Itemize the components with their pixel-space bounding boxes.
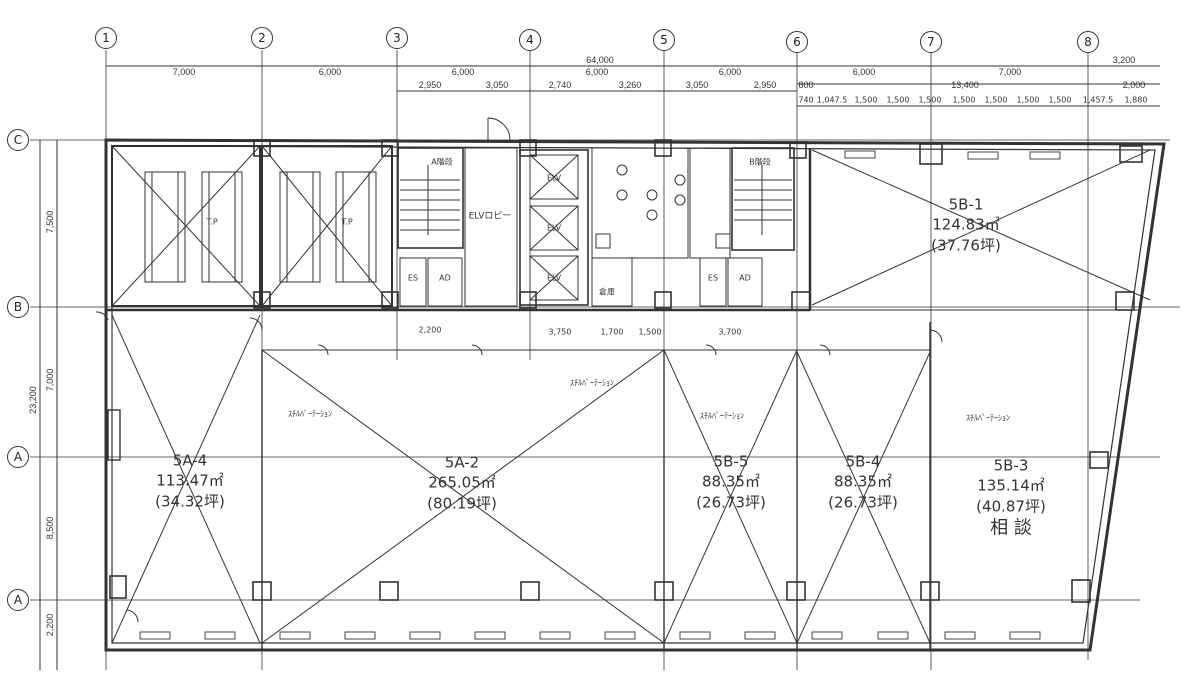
- dim-fine-11: 1,880: [1124, 95, 1148, 105]
- room-5b-1: 5B-1 124.83㎡ (37.76坪): [931, 195, 1001, 256]
- room-tsubo: (40.87坪): [976, 496, 1046, 515]
- axis-marker-col-3: 3: [386, 27, 408, 49]
- dim-bottom-2: 3,750: [548, 327, 572, 337]
- dim-right-span-2: 2,000: [1122, 80, 1146, 90]
- dim-span-4: 6,000: [585, 67, 609, 77]
- dim-right-span: 13,400: [951, 80, 979, 90]
- room-id: 5A-2: [444, 453, 480, 472]
- room-area: 88.35㎡: [702, 472, 760, 491]
- room-id: 5B-1: [948, 195, 984, 214]
- dim-small-bm: 800: [798, 80, 814, 90]
- partition-label-2: ｽﾁﾙﾊﾟｰﾃｰｼｮﾝ: [288, 409, 332, 419]
- axis-marker-row-c: C: [7, 129, 29, 151]
- label-es-2: ES: [707, 273, 719, 283]
- dim-fine-1: 740: [798, 95, 814, 105]
- dim-core-3: 2,740: [548, 80, 572, 90]
- partition-label-4: ｽﾁﾙﾊﾟｰﾃｰｼｮﾝ: [966, 413, 1010, 423]
- dim-vert-1: 7,500: [45, 210, 55, 234]
- axis-marker-col-4: 4: [519, 29, 541, 51]
- room-area: 135.14㎡: [977, 476, 1045, 495]
- dim-vert-3: 7,000: [45, 368, 55, 392]
- room-area: 88.35㎡: [834, 472, 892, 491]
- dim-core-6: 2,950: [753, 80, 777, 90]
- axis-marker-col-1: 1: [95, 27, 117, 49]
- dim-core-5: 3,050: [685, 80, 709, 90]
- partition-label-1: ｽﾁﾙﾊﾟｰﾃｰｼｮﾝ: [570, 378, 614, 388]
- room-5a-4: 5A-4 113.47㎡ (34.32坪): [155, 451, 225, 512]
- room-tsubo: (34.32坪): [155, 492, 225, 511]
- dim-fine-10: 1,457.5: [1082, 95, 1114, 105]
- room-id: 5B-5: [713, 452, 749, 471]
- dim-span-1: 7,000: [172, 67, 196, 77]
- dim-span-5: 6,000: [718, 67, 742, 77]
- axis-marker-col-5: 5: [653, 29, 675, 51]
- dim-fine-9: 1,500: [1048, 95, 1072, 105]
- dim-fine-2: 1,047.5: [816, 95, 848, 105]
- room-id: 5B-3: [993, 456, 1029, 475]
- dim-fine-6: 1,500: [952, 95, 976, 105]
- dim-vert-2: 23,200: [28, 386, 38, 414]
- room-5b-4: 5B-4 88.35㎡ (26.73坪): [828, 452, 898, 513]
- room-5b-3: 5B-3 135.14㎡ (40.87坪) 相 談: [976, 455, 1046, 540]
- label-ad-2: AD: [739, 273, 751, 283]
- room-5b-5: 5B-5 88.35㎡ (26.73坪): [696, 452, 766, 513]
- label-ad-1: AD: [439, 273, 451, 283]
- room-note: 相 談: [990, 517, 1032, 539]
- room-id: 5A-4: [172, 451, 208, 470]
- room-id: 5B-4: [845, 452, 881, 471]
- room-area: 124.83㎡: [932, 215, 1000, 234]
- dim-vert-4: 8,500: [45, 516, 55, 540]
- label-es-1: ES: [407, 273, 419, 283]
- label-stair-a: A階段: [431, 157, 453, 167]
- label-storage: 倉庫: [599, 287, 615, 297]
- axis-marker-col-6: 6: [786, 31, 808, 53]
- label-tp-2: T.P: [341, 217, 353, 227]
- dim-core-2: 3,050: [485, 80, 509, 90]
- room-area: 265.05㎡: [428, 473, 496, 492]
- axis-marker-row-a: A: [7, 446, 29, 468]
- room-tsubo: (80.19坪): [427, 494, 497, 513]
- label-stair-b: B階段: [749, 157, 771, 167]
- room-tsubo: (26.73坪): [828, 493, 898, 512]
- dim-vert-5: 2,200: [45, 613, 55, 637]
- dim-span-3: 6,000: [451, 67, 475, 77]
- room-5a-2: 5A-2 265.05㎡ (80.19坪): [427, 453, 497, 514]
- label-elv-lobby: ELVロビー: [468, 211, 512, 222]
- dim-fine-3: 1,500: [854, 95, 878, 105]
- dim-fine-7: 1,500: [984, 95, 1008, 105]
- dim-core-1: 2,950: [418, 80, 442, 90]
- room-area: 113.47㎡: [156, 471, 224, 490]
- room-tsubo: (26.73坪): [696, 493, 766, 512]
- dim-fine-8: 1,500: [1016, 95, 1040, 105]
- label-elv-3: ELV: [546, 273, 562, 283]
- axis-marker-row-b: B: [7, 296, 29, 318]
- axis-marker-row-a-prime: A: [7, 589, 29, 611]
- dim-fine-5: 1,500: [918, 95, 942, 105]
- partition-label-3: ｽﾁﾙﾊﾟｰﾃｰｼｮﾝ: [700, 411, 744, 421]
- dim-bottom-3: 1,700: [600, 327, 624, 337]
- label-tp-1: T.P: [206, 217, 218, 227]
- dim-core-4: 3,260: [618, 80, 642, 90]
- dim-span-2: 6,000: [318, 67, 342, 77]
- axis-marker-col-2: 2: [251, 27, 273, 49]
- dim-span-6: 6,000: [852, 67, 876, 77]
- dim-bottom-4: 1,500: [638, 327, 662, 337]
- dim-bottom-5: 3,700: [718, 327, 742, 337]
- dim-right-extra: 3,200: [1112, 55, 1136, 65]
- dim-fine-4: 1,500: [886, 95, 910, 105]
- axis-marker-col-7: 7: [920, 31, 942, 53]
- label-elv-2: ELV: [546, 223, 562, 233]
- dim-span-7: 7,000: [998, 67, 1022, 77]
- label-elv-1: ELV: [546, 173, 562, 183]
- axis-marker-col-8: 8: [1077, 31, 1099, 53]
- dim-overall: 64,000: [586, 55, 614, 65]
- room-tsubo: (37.76坪): [931, 236, 1001, 255]
- dim-bottom-1: 2,200: [418, 325, 442, 335]
